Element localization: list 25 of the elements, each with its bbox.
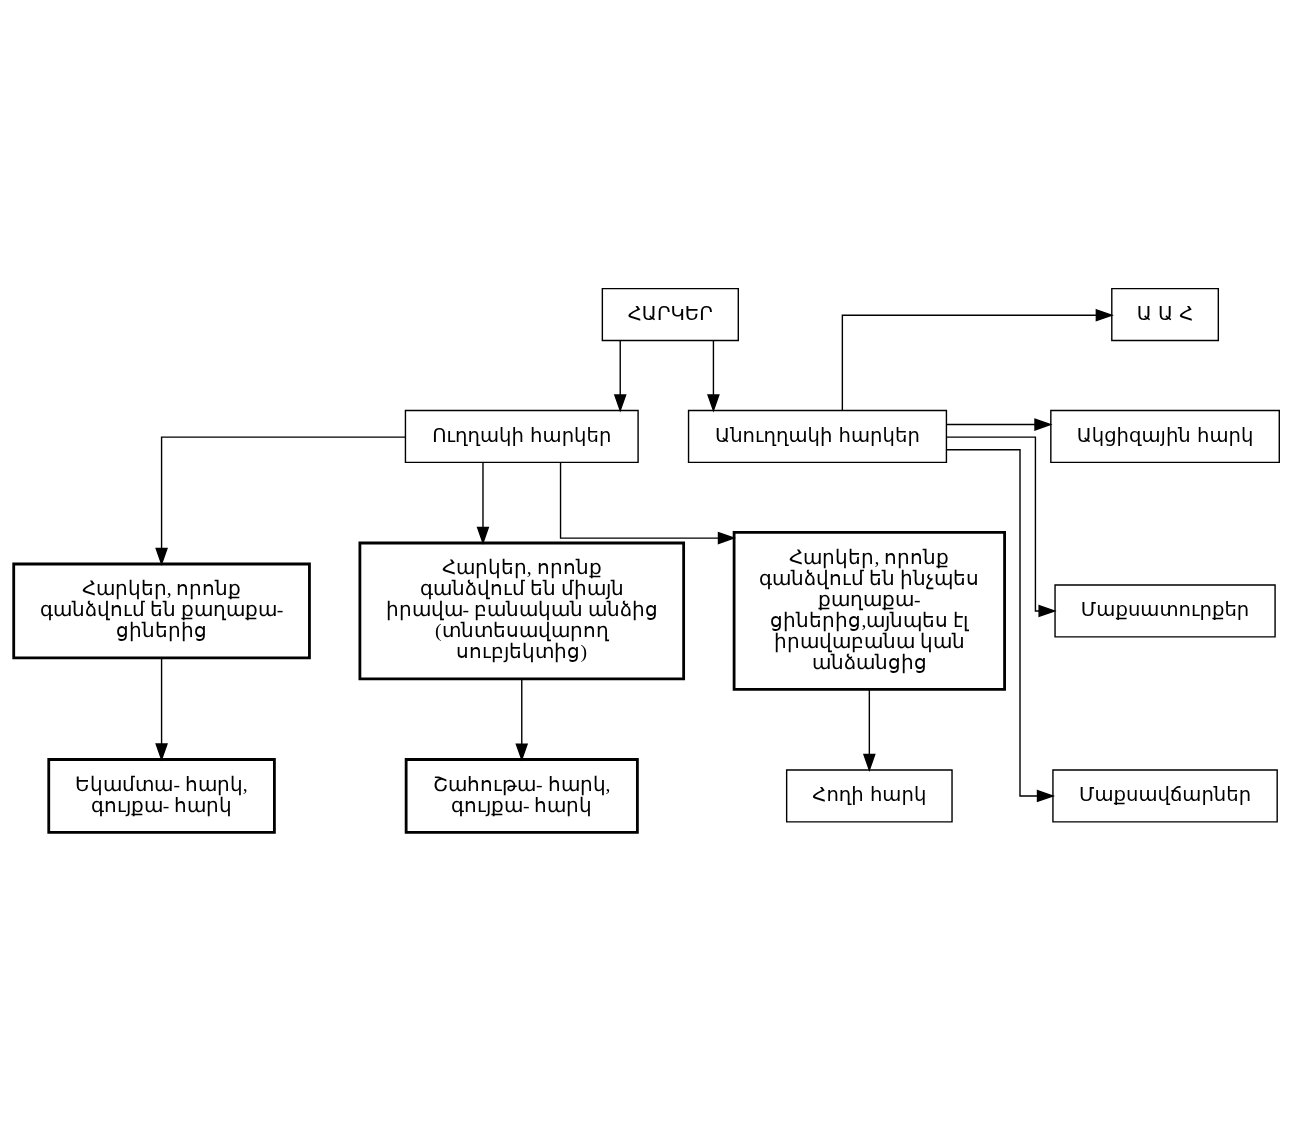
node-box: Մաքսատուրքեր [1054, 584, 1276, 638]
arrow [559, 461, 736, 545]
node-box: Հարկեր, որոնք գանձվում են ինչպես քաղաքա- ցիներից,այնպես էլ իրավաբանա կան անձանցից [732, 531, 1006, 691]
arrow [707, 340, 720, 413]
arrow [946, 436, 1057, 618]
node-box: Մաքսավճարներ [1052, 769, 1278, 823]
arrow [862, 689, 876, 773]
node-box: ՀԱՐԿԵՐ [601, 287, 739, 342]
node-box: Հարկեր, որոնք գանձվում են քաղաքա- ցիներից [12, 562, 311, 660]
node-box: Շահութա- հարկ, գույքա- հարկ [404, 758, 639, 834]
arrow [613, 340, 627, 413]
arrow [841, 308, 1114, 411]
node-box: Հարկեր, որոնք գանձվում են միայն իրավա- բանական անձից (տնտեսավարող սուբյեկտից) [358, 541, 686, 681]
node-box: Անուղղակի հարկեր [687, 409, 948, 464]
arrow [946, 449, 1056, 803]
arrow [155, 436, 406, 567]
arrow [155, 657, 168, 762]
arrow [515, 678, 529, 762]
node-box: Ա Ա Հ [1111, 287, 1219, 342]
node-box: Ուղղակի հարկեր [404, 409, 639, 464]
arrow [946, 418, 1053, 431]
arrow [476, 461, 490, 545]
node-box: Եկամտա- հարկ, գույքա- հարկ [47, 758, 276, 834]
node-box: Հողի հարկ [785, 769, 953, 823]
node-box: Ակցիզային հարկ [1050, 409, 1280, 464]
